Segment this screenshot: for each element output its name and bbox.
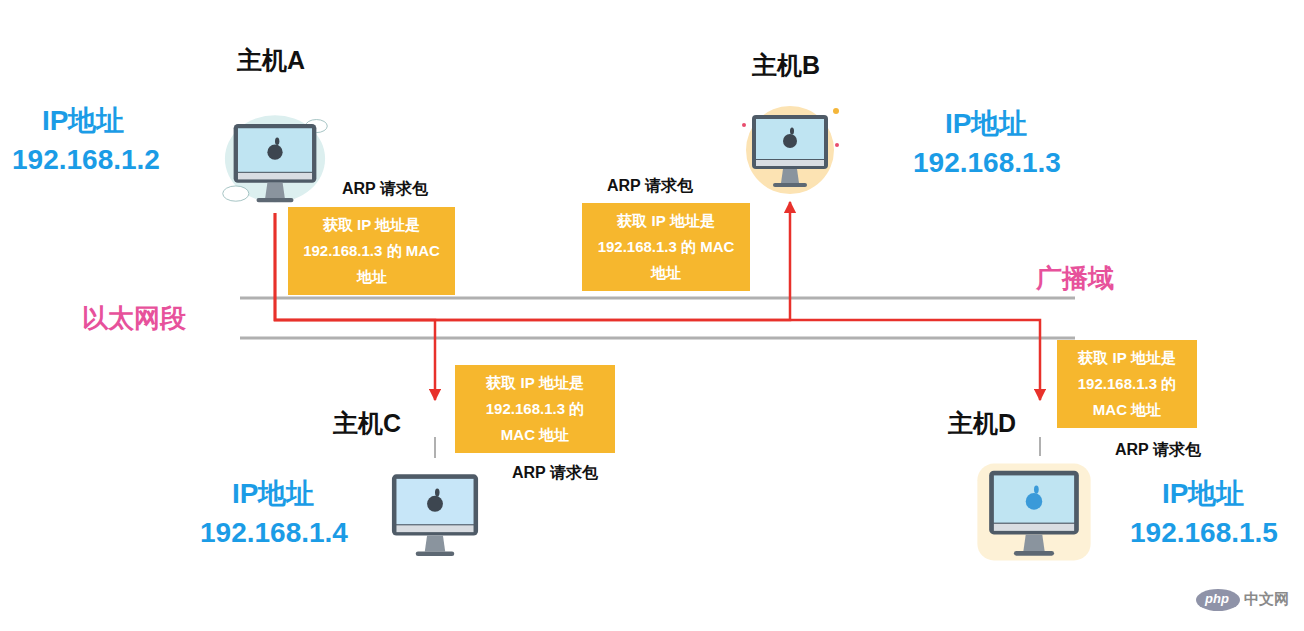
region-label: 以太网段 xyxy=(82,303,186,334)
host-stub xyxy=(434,437,436,458)
packet-label: ARP 请求包 xyxy=(1115,440,1201,459)
request-box: 获取 IP 地址是 192.168.1.3 的 MAC 地址ARP 请求包 xyxy=(1057,340,1197,428)
region-label: 广播域 xyxy=(1036,263,1114,294)
request-text: 获取 IP 地址是 192.168.1.3 的 MAC 地址 xyxy=(467,370,603,448)
host-name: 主机D xyxy=(948,408,1016,438)
host-node: 主机D xyxy=(945,400,1095,568)
packet-label: ARP 请求包 xyxy=(512,463,598,482)
segment-line xyxy=(240,297,1075,300)
ip-label: 192.168.1.2 xyxy=(12,143,160,177)
request-text: 获取 IP 地址是 192.168.1.3 的 MAC 地址 xyxy=(1069,345,1185,423)
host-name: 主机B xyxy=(752,50,820,80)
computer-icon xyxy=(740,100,840,200)
request-box: 获取 IP 地址是 192.168.1.3 的 MAC 地址ARP 请求包 xyxy=(582,203,750,291)
host-node: 主机B xyxy=(735,50,845,202)
request-box: 获取 IP 地址是 192.168.1.3 的 MAC 地址ARP 请求包 xyxy=(288,207,455,295)
watermark: 中文网 xyxy=(1244,590,1289,608)
watermark: php xyxy=(1205,591,1229,607)
host-name: 主机A xyxy=(237,45,305,75)
request-text: 获取 IP 地址是 192.168.1.3 的 MAC 地址 xyxy=(300,212,443,290)
request-box: 获取 IP 地址是 192.168.1.3 的 MAC 地址ARP 请求包 xyxy=(455,365,615,453)
ip-label: IP地址 xyxy=(1162,477,1244,511)
packet-label: ARP 请求包 xyxy=(607,176,693,195)
broadcast-arrow xyxy=(275,202,790,320)
host-name: 主机C xyxy=(333,408,401,438)
host-node: 主机A xyxy=(212,45,338,213)
request-text: 获取 IP 地址是 192.168.1.3 的 MAC 地址 xyxy=(594,208,738,286)
ip-label: IP地址 xyxy=(232,477,314,511)
ip-label: 192.168.1.5 xyxy=(1130,516,1278,550)
ip-label: 192.168.1.4 xyxy=(200,516,348,550)
computer-icon xyxy=(376,463,494,565)
computer-icon xyxy=(215,113,335,211)
watermark-logo xyxy=(1196,589,1240,611)
ip-label: IP地址 xyxy=(945,107,1027,141)
computer-icon xyxy=(975,458,1093,566)
host-stub xyxy=(1039,437,1041,456)
packet-label: ARP 请求包 xyxy=(342,179,428,198)
segment-line xyxy=(240,337,1075,340)
ip-label: IP地址 xyxy=(42,104,124,138)
ip-label: 192.168.1.3 xyxy=(913,146,1061,180)
